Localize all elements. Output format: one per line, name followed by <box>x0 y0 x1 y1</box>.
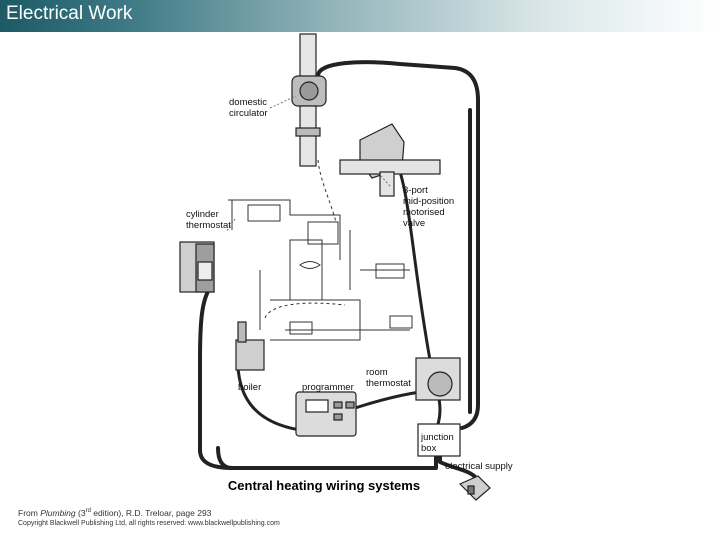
wiring-cable-supply <box>216 446 438 470</box>
leader-lines <box>225 95 391 233</box>
boiler-unit <box>235 321 265 371</box>
source-citation: From Plumbing (3rd edition), R.D. Treloa… <box>18 508 211 518</box>
source-edition-num: 3 <box>80 508 86 518</box>
source-open-paren: ( <box>75 508 81 518</box>
label-motorised-valve: 3-port mid-position motorised valve <box>403 185 455 229</box>
source-rest: edition), R.D. Treloar, page 293 <box>90 508 212 518</box>
label-domestic-circulator: domestic circulator <box>229 97 268 119</box>
wiring-cable-programmer <box>353 390 422 410</box>
junction-box-unit <box>417 423 461 457</box>
wiring-cable-main <box>316 60 480 430</box>
slide-title: Electrical Work <box>6 3 133 24</box>
room-thermostat-unit <box>415 357 461 401</box>
programmer-unit <box>295 391 357 437</box>
diagram-title: Central heating wiring systems <box>227 478 421 493</box>
copyright-notice: Copyright Blackwell Publishing Ltd, all … <box>18 520 280 527</box>
label-electrical-supply: electrical supply <box>445 461 513 472</box>
motorised-valve <box>339 123 441 197</box>
label-junction-box: junction box <box>421 432 454 454</box>
label-room-thermostat: room thermostat <box>366 367 411 389</box>
wiring-cable-supply-2 <box>438 453 478 480</box>
source-book: Plumbing <box>40 508 76 518</box>
circulator-pump <box>291 33 327 167</box>
label-programmer: programmer <box>302 382 354 393</box>
wiring-cable-left <box>198 286 234 470</box>
plumbing-schematic <box>228 159 413 341</box>
source-edition-sup: rd <box>85 508 91 515</box>
cylinder-thermostat <box>179 241 215 293</box>
electrical-supply-plug <box>458 475 491 501</box>
source-prefix: From <box>18 508 41 518</box>
label-boiler: boiler <box>238 382 262 393</box>
label-cylinder-thermostat: cylinder thermostat <box>186 209 231 231</box>
slide-header: Electrical Work <box>0 0 720 32</box>
